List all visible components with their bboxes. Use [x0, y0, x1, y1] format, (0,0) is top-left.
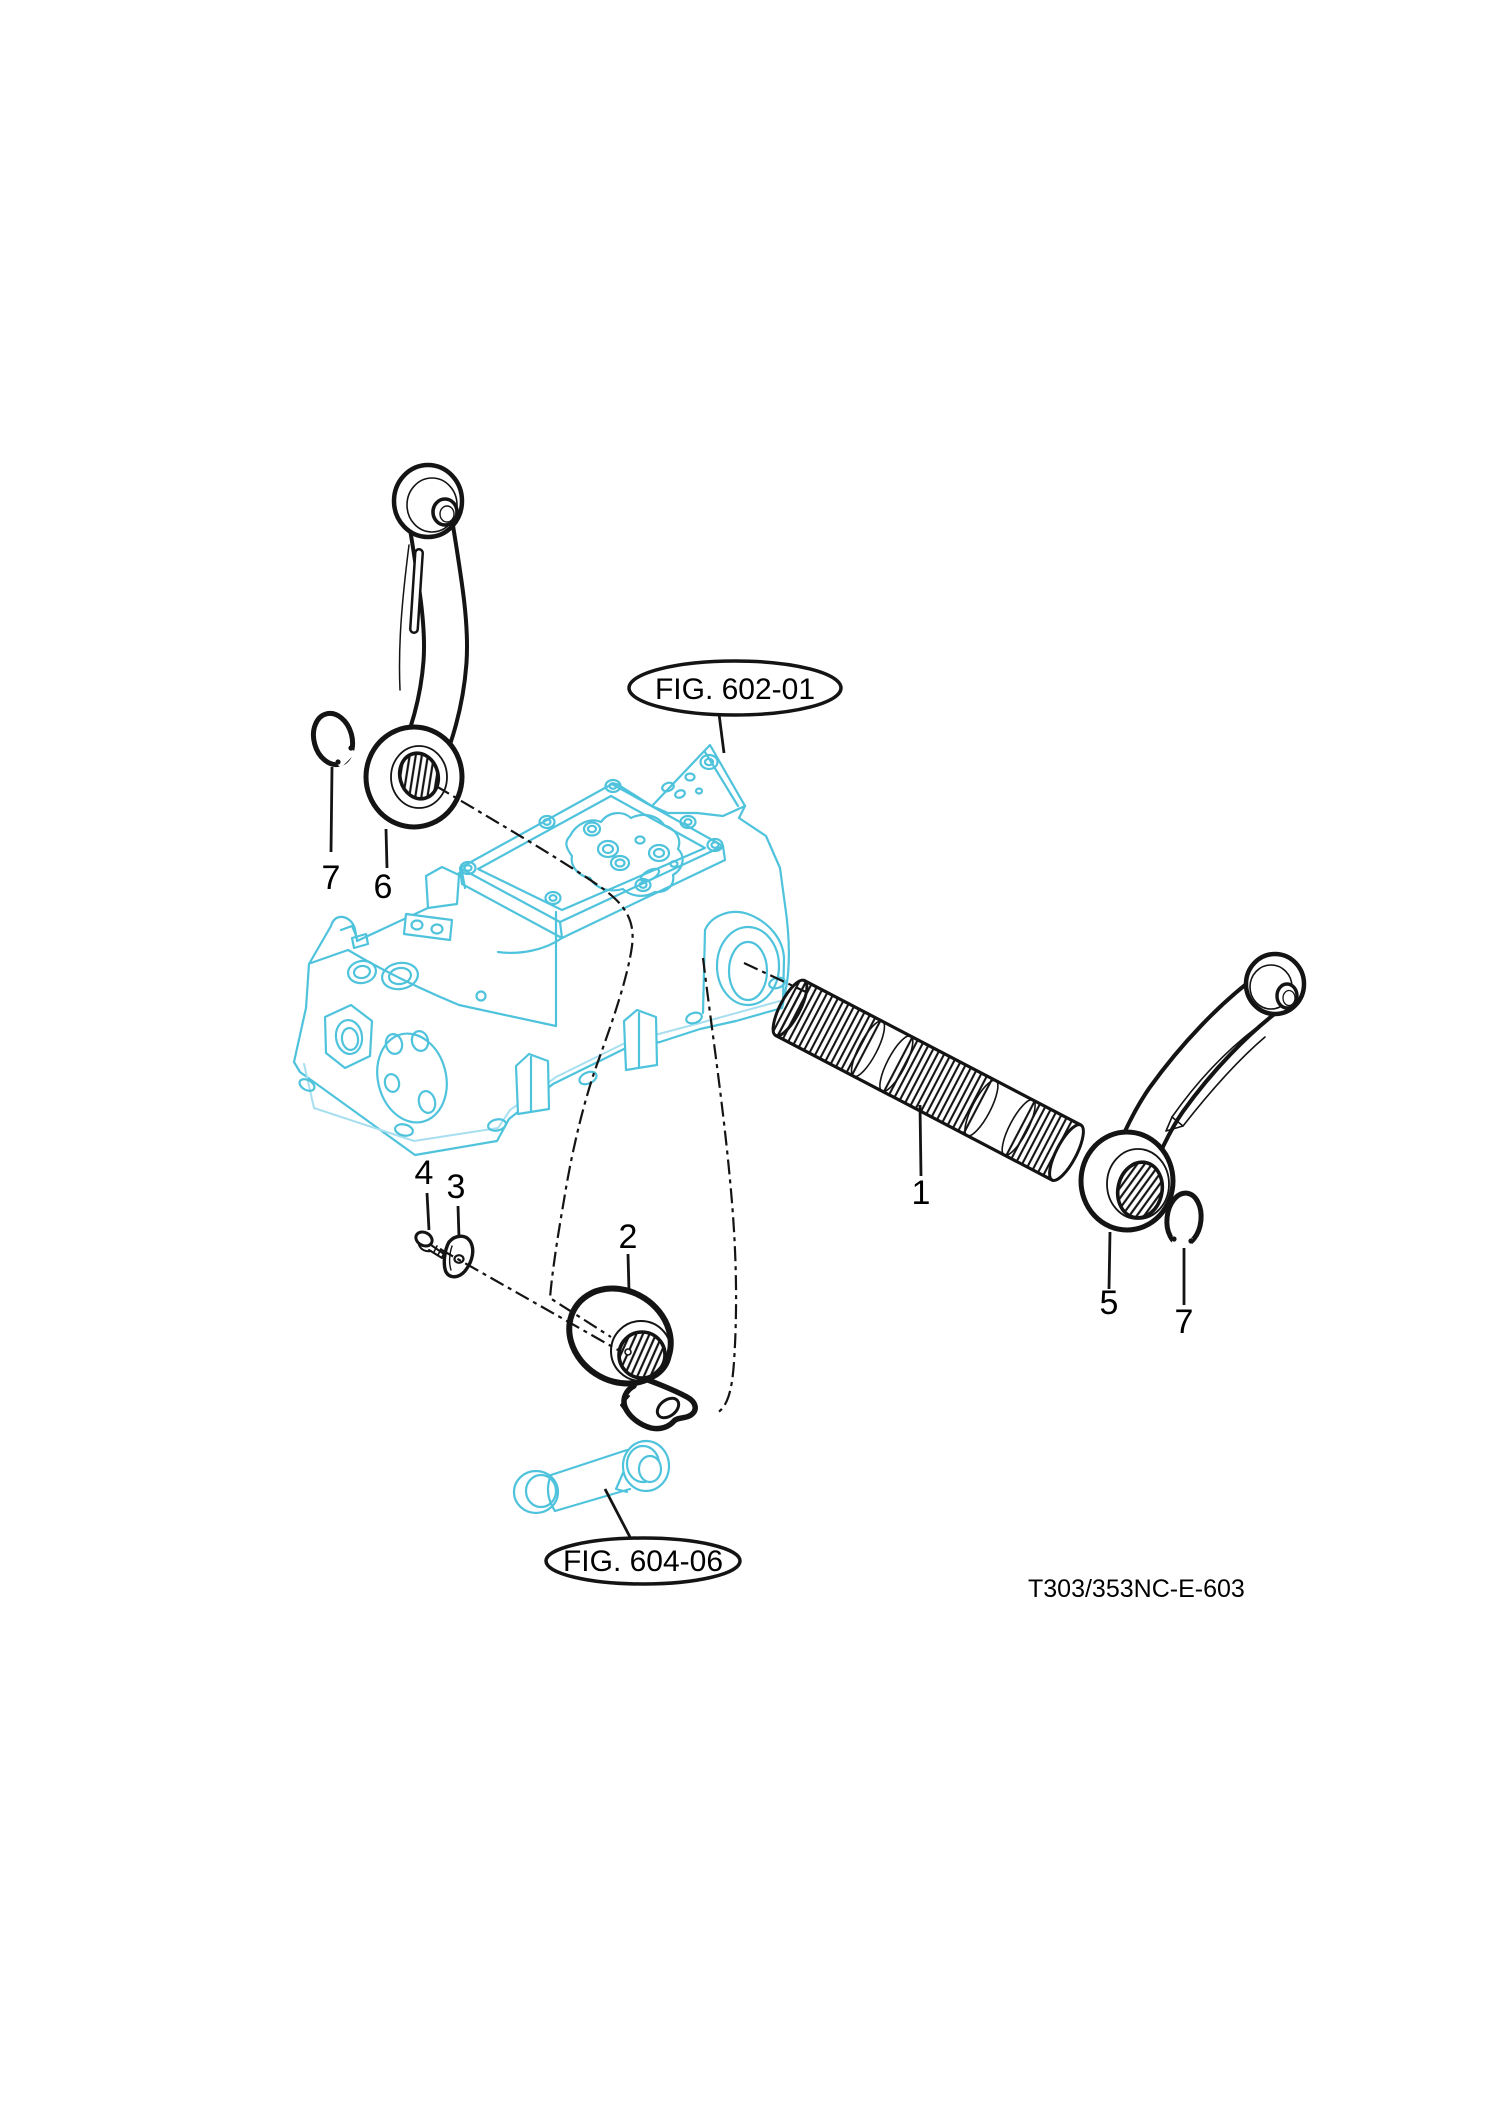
callout-leader-4 — [425, 1192, 431, 1231]
callout-label-2: 2 — [619, 1218, 638, 1256]
figure-reference-leader — [717, 713, 726, 754]
callout-label-1: 1 — [912, 1174, 931, 1212]
lift-rod-reference — [512, 1439, 671, 1515]
figure-reference-leader — [603, 1488, 633, 1540]
callout-label-4: 4 — [415, 1154, 434, 1192]
assembly-axis-arm6-to-clamp — [435, 785, 634, 1338]
part-7-snap-ring-left — [310, 710, 356, 768]
callout-leader-5 — [1107, 1231, 1112, 1290]
figure-reference-label: FIG. 604-06 — [563, 1545, 723, 1578]
housing-bracket — [650, 743, 747, 818]
clamp-splined-bore — [617, 1330, 667, 1380]
part-1-lift-shaft — [771, 978, 1085, 1182]
part-3-lock-plate — [442, 1234, 475, 1279]
part-7-snap-ring-right — [1164, 1190, 1204, 1250]
figure-reference-604-06[interactable]: FIG. 604-06 — [544, 1488, 742, 1586]
callout-label-7-left: 7 — [322, 859, 341, 897]
assembly-axis-bore-to-clamp — [701, 957, 738, 1414]
arm-splined-bore — [1115, 1160, 1165, 1220]
callout-leader-6 — [384, 828, 389, 869]
callout-leader-7-left — [329, 766, 334, 853]
figure-reference-bubble[interactable] — [627, 659, 843, 717]
part-6-lift-arm-left — [363, 462, 470, 830]
callout-label-3: 3 — [447, 1168, 466, 1206]
part-2-clamp-arm — [566, 1285, 698, 1432]
callout-label-6: 6 — [374, 868, 393, 906]
part-5-lift-arm-right — [1078, 951, 1307, 1233]
housing-shaft-bore — [715, 925, 781, 1007]
part-4-bolt — [414, 1230, 446, 1259]
callout-label-7-right: 7 — [1175, 1303, 1194, 1341]
assembly-axis-bore-to-shaft — [743, 962, 807, 993]
assembly-axis-bolt-to-clamp — [439, 1248, 619, 1351]
figure-reference-bubble[interactable] — [544, 1536, 742, 1586]
arm-splined-bore — [397, 751, 441, 801]
callout-leader-2 — [626, 1253, 631, 1292]
callout-leader-1 — [918, 1104, 923, 1177]
callout-label-5: 5 — [1100, 1284, 1119, 1322]
diagram-code-text: T303/353NC-E-603 — [1028, 1575, 1245, 1603]
figure-reference-602-01[interactable]: FIG. 602-01 — [627, 659, 843, 754]
lift-cover-housing-outline — [292, 743, 790, 1157]
figure-reference-label: FIG. 602-01 — [655, 673, 815, 706]
callout-leader-3 — [456, 1205, 461, 1239]
